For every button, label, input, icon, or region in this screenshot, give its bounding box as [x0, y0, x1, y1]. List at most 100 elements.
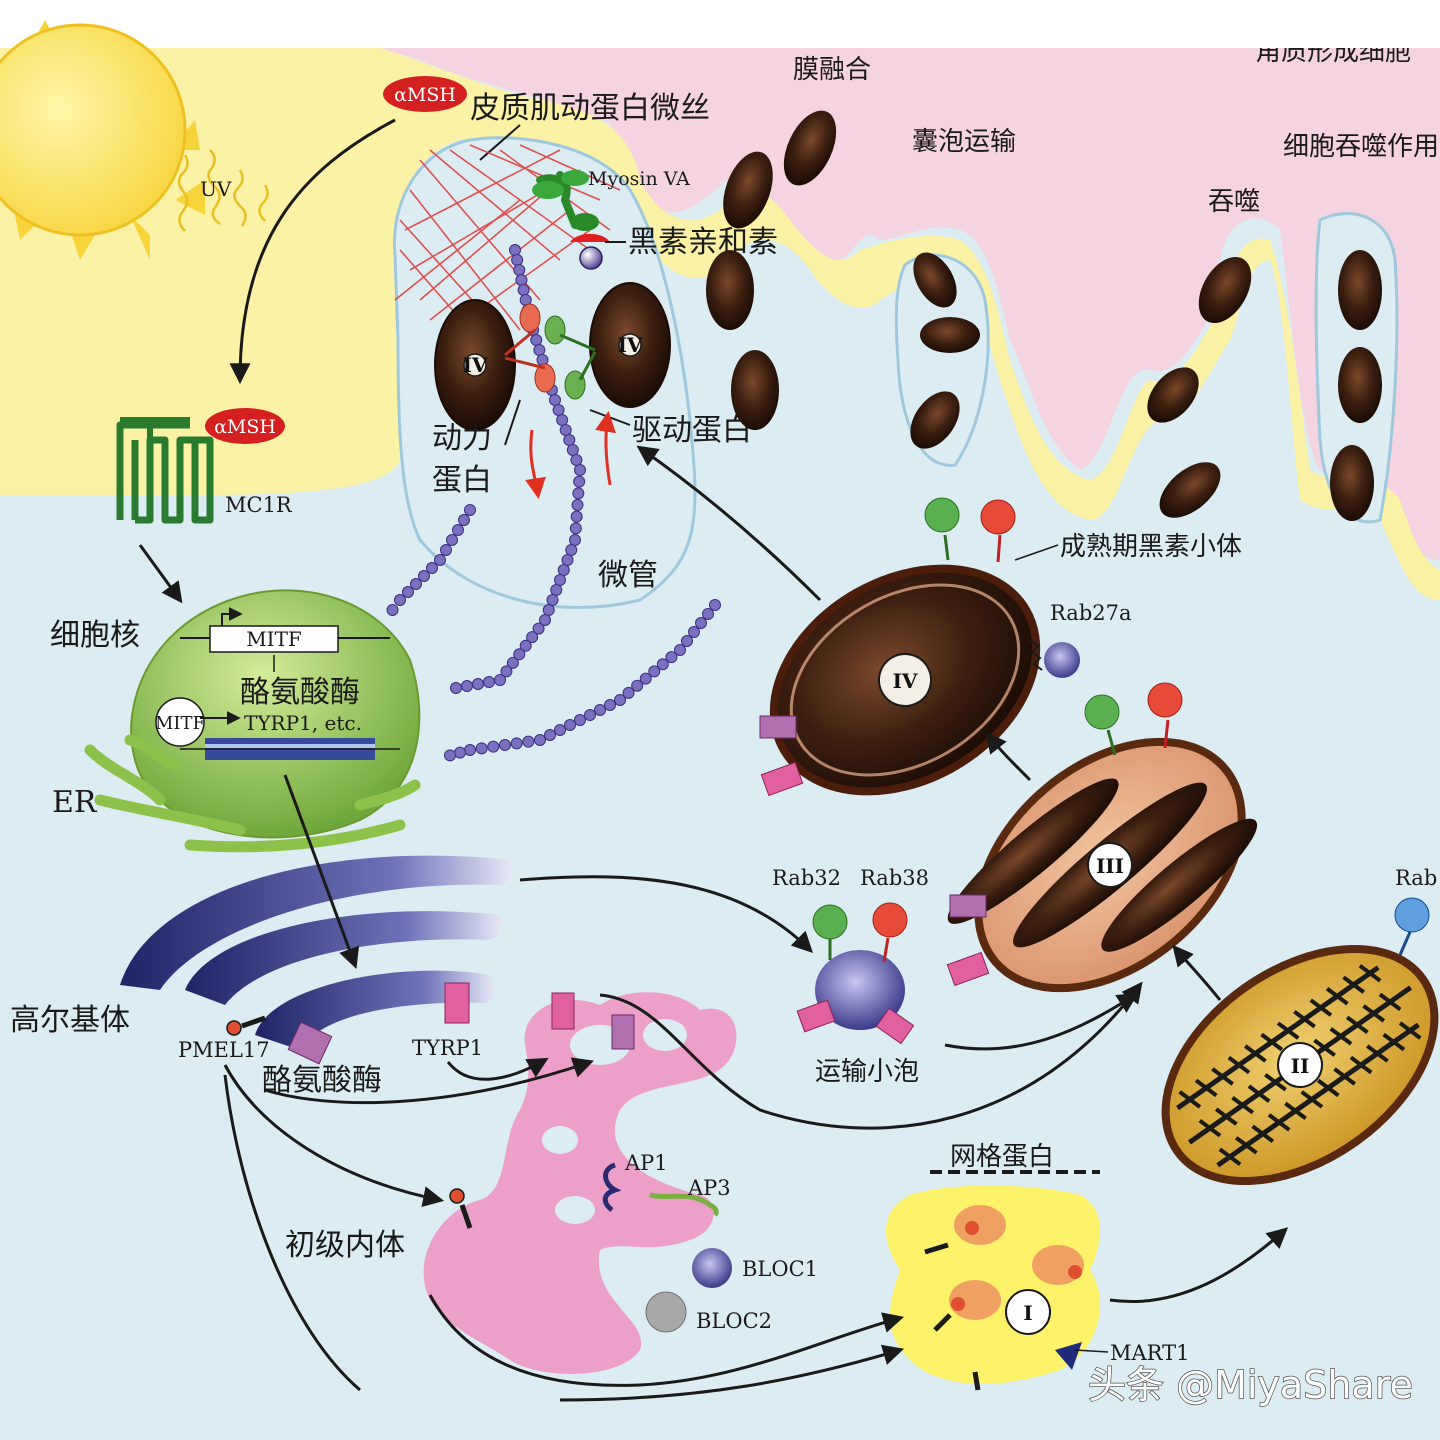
stage-4-small-b: IV — [618, 333, 643, 357]
bloc1-icon — [692, 1248, 732, 1288]
mart1-label: MART1 — [1110, 1341, 1189, 1365]
stage-4-label: IV — [893, 669, 918, 693]
microtubule-bead — [513, 648, 526, 661]
tyrosinase-golgi-label: 酪氨酸酶 — [262, 1063, 382, 1098]
microtubule-bead — [573, 475, 586, 488]
microtubules — [386, 244, 721, 762]
endosome-tyrp1-icon — [551, 992, 575, 1030]
dynein-motor-icon — [504, 303, 556, 393]
mitf-protein: MITF — [155, 697, 205, 747]
mature-melanosome-pointer — [1014, 544, 1059, 561]
microtubule-bead — [559, 424, 572, 436]
striation-tick — [1243, 1044, 1267, 1063]
microtubule-bead — [709, 599, 721, 611]
myosin-label: Myosin VA — [588, 168, 690, 190]
microtubule-bead — [513, 264, 526, 276]
mature-melanosome-label: 成熟期黑素小体 — [1060, 532, 1242, 562]
microtubule-bead — [475, 742, 488, 755]
endosome-tyrosinase-icon — [611, 1014, 635, 1050]
pmel17-icon — [226, 1015, 266, 1036]
stage-2-label: II — [1291, 1054, 1310, 1078]
microtubule-bead — [604, 699, 616, 711]
striation-tick — [1382, 1032, 1406, 1052]
microtubule-bead — [648, 665, 661, 678]
dynein-pointer — [504, 399, 521, 446]
arrow-nucleus-to-golgi — [283, 774, 360, 969]
striation-tick — [1349, 1055, 1373, 1075]
stage-2-melanosome — [1161, 944, 1439, 1186]
striation-tick — [1358, 964, 1382, 983]
amsh-top-label: αMSH — [394, 84, 456, 106]
microtubule-bead — [530, 334, 543, 346]
microtubule-bead — [440, 544, 452, 556]
striation-tick — [1284, 1101, 1307, 1121]
striation-tick — [1178, 1090, 1202, 1109]
microtubule-bead — [550, 584, 563, 596]
stage-3-label: III — [1096, 854, 1124, 878]
amsh-receptor-label: αMSH — [214, 416, 276, 438]
microtubule-bead — [565, 544, 578, 556]
microtubule-bead — [561, 554, 574, 566]
striation-tick — [1227, 1055, 1251, 1075]
striation-tick — [1218, 1147, 1242, 1166]
microtubule-bead — [494, 674, 506, 686]
top-right-cut-label: 角质形成细胞 — [1255, 37, 1411, 67]
striation-tick — [1342, 975, 1365, 994]
stage-4-small-a: IV — [463, 353, 488, 377]
tyrosinase-nucleus-label: 酪氨酸酶 — [240, 675, 360, 710]
mitf-protein-label: MITF — [155, 713, 205, 734]
transport-vesicle — [796, 902, 915, 1045]
microtubule-bead — [665, 651, 678, 664]
striation-tick — [1247, 1084, 1271, 1103]
dynein-label-1: 动力 — [432, 421, 492, 456]
bloc1-label: BLOC1 — [742, 1257, 818, 1281]
microtubule-bead — [506, 656, 519, 669]
microtubule-bead — [695, 617, 707, 629]
keratinocyte-melanosomes — [706, 110, 1382, 521]
microtubule-bead — [674, 644, 686, 656]
vesicle-transport-label: 囊泡运输 — [912, 127, 1016, 157]
mitf-gene-box: MITF — [180, 607, 390, 672]
microtubule-bead — [402, 586, 414, 598]
stage-4-rabs — [759, 497, 1080, 797]
bloc2-icon — [645, 1291, 687, 1333]
microtubule-bead — [444, 749, 456, 762]
dynein-label-2: 蛋白 — [432, 463, 492, 498]
microtubule-bead — [510, 737, 523, 750]
tyrp1-golgi-icon — [444, 982, 470, 1024]
microtubule-bead — [394, 594, 406, 606]
membrane-fusion-label: 膜融合 — [793, 55, 871, 85]
cortical-actin-label: 皮质肌动蛋白微丝 — [470, 91, 710, 126]
cortical-actin-pointer — [479, 124, 521, 161]
microtubule-bead — [594, 704, 606, 716]
melanosome-dendrite-left: IV — [434, 299, 516, 431]
tyrosinase-golgi-icon — [287, 1021, 333, 1065]
gene-block — [180, 738, 400, 760]
phagocytosis-label: 吞噬 — [1208, 187, 1260, 217]
ap1-icon — [602, 1162, 622, 1213]
microtubule-bead — [418, 570, 430, 582]
microtubule-bead — [546, 594, 559, 606]
microtubule-bead — [458, 514, 470, 526]
microtubule-bead — [556, 414, 569, 426]
striation-tick — [1293, 1009, 1316, 1029]
striation-tick — [1267, 1113, 1291, 1132]
striation-tick — [1366, 1044, 1389, 1063]
phagocytosis-effect-label: 细胞吞噬作用 — [1283, 132, 1439, 162]
keratinocyte-pink-region — [0, 48, 1440, 560]
striation-tick — [1345, 1015, 1369, 1034]
microtubule-bead — [464, 744, 476, 756]
red-arrow-up — [595, 410, 616, 486]
microtubule-bead — [544, 729, 556, 741]
golgi-label: 高尔基体 — [10, 1003, 130, 1038]
stage-4-melanosome — [769, 564, 1041, 796]
microtubule-bead — [472, 678, 484, 690]
striation-tick — [1300, 1090, 1324, 1109]
ap1-label: AP1 — [624, 1151, 668, 1175]
striation-tick — [1309, 998, 1333, 1017]
microtubule-bead — [487, 740, 500, 753]
uv-rays — [177, 149, 269, 232]
microtubule-bead — [426, 562, 438, 574]
microtubule-bead — [483, 676, 495, 688]
